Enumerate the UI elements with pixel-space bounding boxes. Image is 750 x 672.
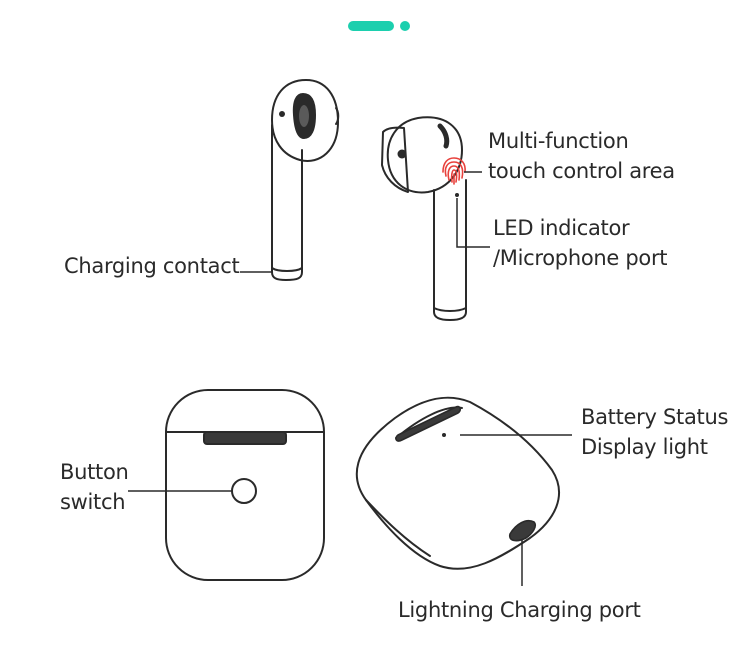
label-battery-status: Battery Status Display light: [581, 402, 728, 462]
label-touch-line1: Multi-function: [488, 129, 629, 153]
leader-lines-case: [128, 434, 572, 586]
label-button-switch: Button switch: [60, 457, 129, 517]
label-battery-line2: Display light: [581, 435, 708, 459]
label-button-line2: switch: [60, 490, 126, 514]
button-switch: [231, 478, 257, 504]
case-angled-view: [355, 396, 561, 570]
label-battery-line1: Battery Status: [581, 405, 729, 429]
leader-led: [456, 198, 490, 248]
label-touch-control-area: Multi-function touch control area: [488, 126, 675, 186]
label-led-line2: /Microphone port: [493, 246, 668, 270]
leader-lines-earbuds: [240, 171, 490, 273]
label-touch-line2: touch control area: [488, 159, 675, 183]
carousel-dots-icon: [348, 21, 410, 31]
label-button-line1: Button: [60, 460, 129, 484]
label-lightning-port: Lightning Charging port: [398, 595, 641, 625]
label-lightning-text: Lightning Charging port: [398, 598, 641, 622]
fingerprint-icon: [442, 157, 466, 185]
case-front-view: [165, 389, 325, 581]
label-led-indicator: LED indicator /Microphone port: [493, 213, 668, 273]
label-led-line1: LED indicator: [493, 216, 630, 240]
label-charging-contact-text: Charging contact: [64, 254, 240, 278]
label-charging-contact: Charging contact: [64, 251, 240, 281]
earbud-front-view: [271, 79, 340, 281]
earbud-side-view: [381, 116, 467, 321]
